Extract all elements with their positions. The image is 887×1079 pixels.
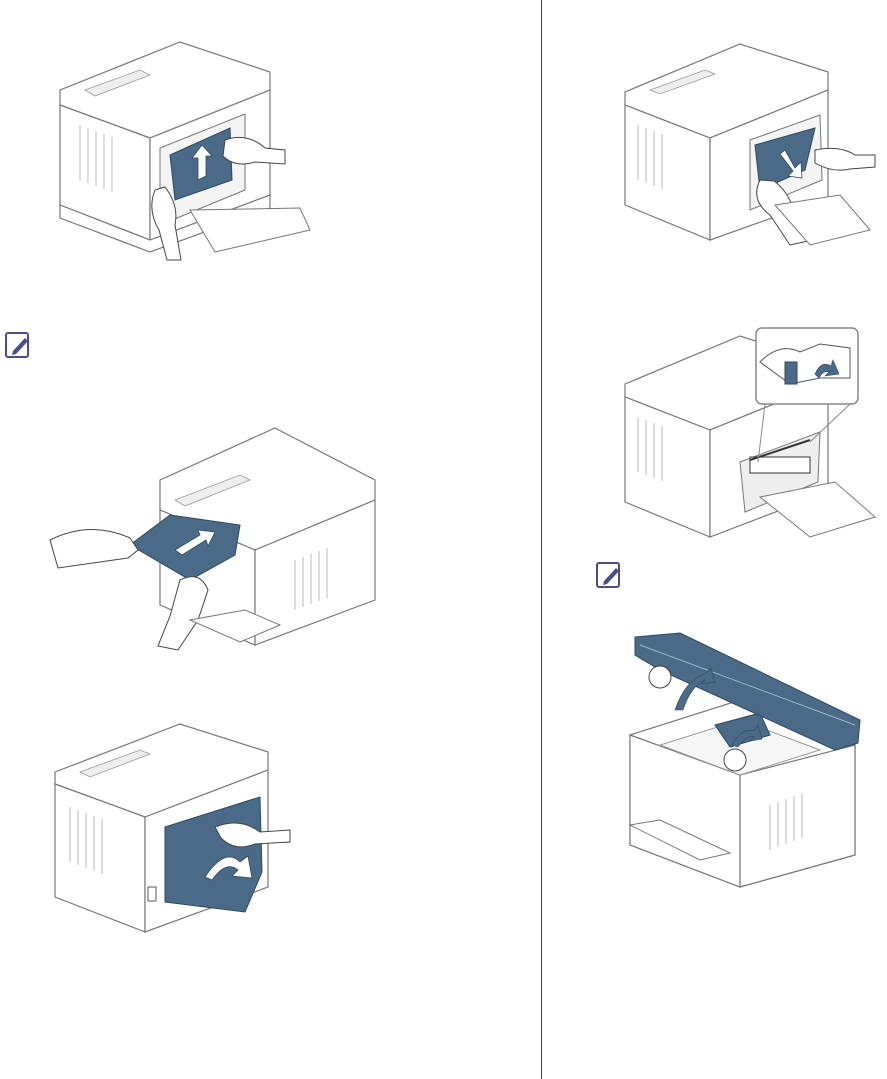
scanner-lid-open-illustration: [620, 625, 870, 890]
rear-fuser-jam-illustration: [40, 30, 330, 270]
note-pencil-icon: [4, 330, 34, 360]
fuser-lever-detail-illustration: [610, 322, 885, 552]
rear-cover-close-illustration: [40, 712, 330, 947]
note-pencil-icon: [595, 560, 625, 590]
rear-duplex-jam-illustration: [610, 30, 885, 255]
column-divider: [541, 0, 542, 1079]
front-exit-jam-illustration: [40, 420, 385, 660]
